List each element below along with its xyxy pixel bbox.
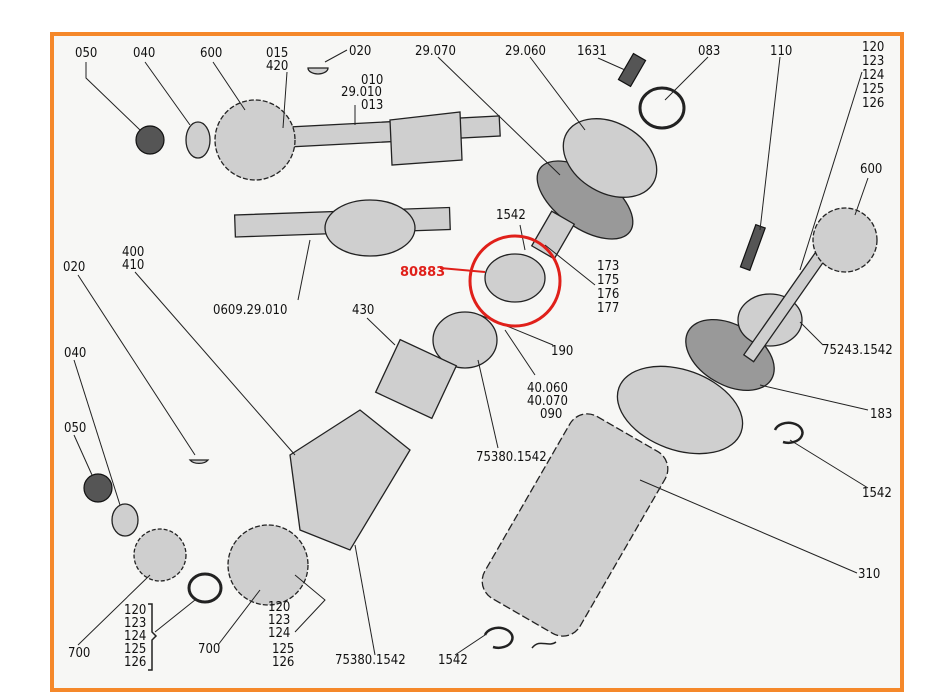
nut-050-lower bbox=[83, 473, 113, 503]
gear-600-top bbox=[214, 99, 296, 181]
leader-lines bbox=[73, 49, 869, 656]
label-177: 177 bbox=[597, 301, 619, 316]
label-1542-right: 1542 bbox=[862, 486, 892, 501]
label-120: 120 bbox=[862, 40, 884, 55]
label-1631: 1631 bbox=[577, 44, 607, 59]
label-090: 090 bbox=[540, 407, 562, 422]
bearing-80883 bbox=[484, 253, 546, 303]
label-173: 173 bbox=[597, 259, 619, 274]
label-124-mid: 124 bbox=[268, 626, 290, 641]
callout-label: 80883 bbox=[400, 265, 445, 280]
label-124: 124 bbox=[862, 68, 884, 83]
label-015: 015 bbox=[266, 46, 288, 61]
flange-29-060 bbox=[562, 118, 658, 198]
label-040: 040 bbox=[133, 46, 155, 61]
label-410: 410 bbox=[122, 258, 144, 273]
bevel-gear-700-left bbox=[133, 528, 187, 582]
signature bbox=[531, 641, 557, 649]
parts bbox=[83, 52, 878, 650]
label-600-right: 600 bbox=[860, 162, 882, 177]
label-123-left: 123 bbox=[124, 616, 146, 631]
part-labels: 050 040 600 015 420 020 010 29.010 013 2… bbox=[63, 40, 893, 671]
label-125-left: 125 bbox=[124, 642, 146, 657]
label-75243-1542: 75243.1542 bbox=[822, 343, 893, 358]
label-120-left: 120 bbox=[124, 603, 146, 618]
label-75380-1542-bottom: 75380.1542 bbox=[335, 653, 406, 668]
label-0609-29-010: 0609.29.010 bbox=[213, 303, 287, 318]
callout-circle bbox=[468, 234, 562, 328]
nut-050 bbox=[135, 125, 165, 155]
label-400: 400 bbox=[122, 245, 144, 260]
label-40-070: 40.070 bbox=[527, 394, 568, 409]
label-420: 420 bbox=[266, 59, 288, 74]
label-1542-top: 1542 bbox=[496, 208, 526, 223]
label-700-mid: 700 bbox=[198, 642, 220, 657]
label-120-mid: 120 bbox=[268, 600, 290, 615]
brace bbox=[148, 603, 158, 671]
label-020: 020 bbox=[349, 44, 371, 59]
label-020-left: 020 bbox=[63, 260, 85, 275]
label-013: 013 bbox=[361, 98, 383, 113]
upper-shaft-cams bbox=[389, 111, 463, 166]
clip-1542-bottom bbox=[483, 626, 514, 650]
label-29-070: 29.070 bbox=[415, 44, 456, 59]
label-125-mid: 125 bbox=[272, 642, 294, 657]
label-600: 600 bbox=[200, 46, 222, 61]
label-124-left: 124 bbox=[124, 629, 146, 644]
label-29-060: 29.060 bbox=[505, 44, 546, 59]
label-126-mid: 126 bbox=[272, 655, 294, 670]
clip-1542-right bbox=[773, 421, 804, 445]
label-176: 176 bbox=[597, 287, 619, 302]
label-183: 183 bbox=[870, 407, 892, 422]
upper-shaft bbox=[268, 115, 501, 149]
label-126-left: 126 bbox=[124, 655, 146, 670]
label-40-060: 40.060 bbox=[527, 381, 568, 396]
label-126: 126 bbox=[862, 96, 884, 111]
key-020-top bbox=[307, 67, 329, 75]
label-29-010: 29.010 bbox=[341, 85, 382, 100]
label-430: 430 bbox=[352, 303, 374, 318]
label-125: 125 bbox=[862, 82, 884, 97]
label-1542-bottom: 1542 bbox=[438, 653, 468, 668]
label-700-left: 700 bbox=[68, 646, 90, 661]
ring-083 bbox=[638, 86, 686, 130]
bearing-190 bbox=[432, 311, 498, 369]
label-175: 175 bbox=[597, 273, 619, 288]
gear-700-mid bbox=[227, 524, 309, 606]
bolt-1631 bbox=[617, 52, 647, 88]
label-050: 050 bbox=[75, 46, 97, 61]
label-050-left: 050 bbox=[64, 421, 86, 436]
label-040-left: 040 bbox=[64, 346, 86, 361]
bolt-110 bbox=[739, 223, 766, 272]
label-190: 190 bbox=[551, 344, 573, 359]
shaft-0609-cams bbox=[324, 199, 416, 257]
threaded-body-310 bbox=[481, 413, 669, 637]
label-310: 310 bbox=[858, 567, 880, 582]
label-123: 123 bbox=[862, 54, 884, 69]
washer-040 bbox=[185, 121, 211, 159]
key-020-lower bbox=[188, 459, 210, 464]
label-083: 083 bbox=[698, 44, 720, 59]
label-110: 110 bbox=[770, 44, 792, 59]
label-75380-1542-mid: 75380.1542 bbox=[476, 450, 547, 465]
gear-600-right bbox=[812, 207, 878, 273]
washer-lower bbox=[187, 572, 223, 604]
washer-040-lower bbox=[111, 503, 139, 537]
housing-400 bbox=[289, 409, 411, 551]
label-123-mid: 123 bbox=[268, 613, 290, 628]
flange-lower bbox=[616, 365, 744, 455]
label-010: 010 bbox=[361, 73, 383, 88]
sleeve-430 bbox=[374, 338, 458, 420]
